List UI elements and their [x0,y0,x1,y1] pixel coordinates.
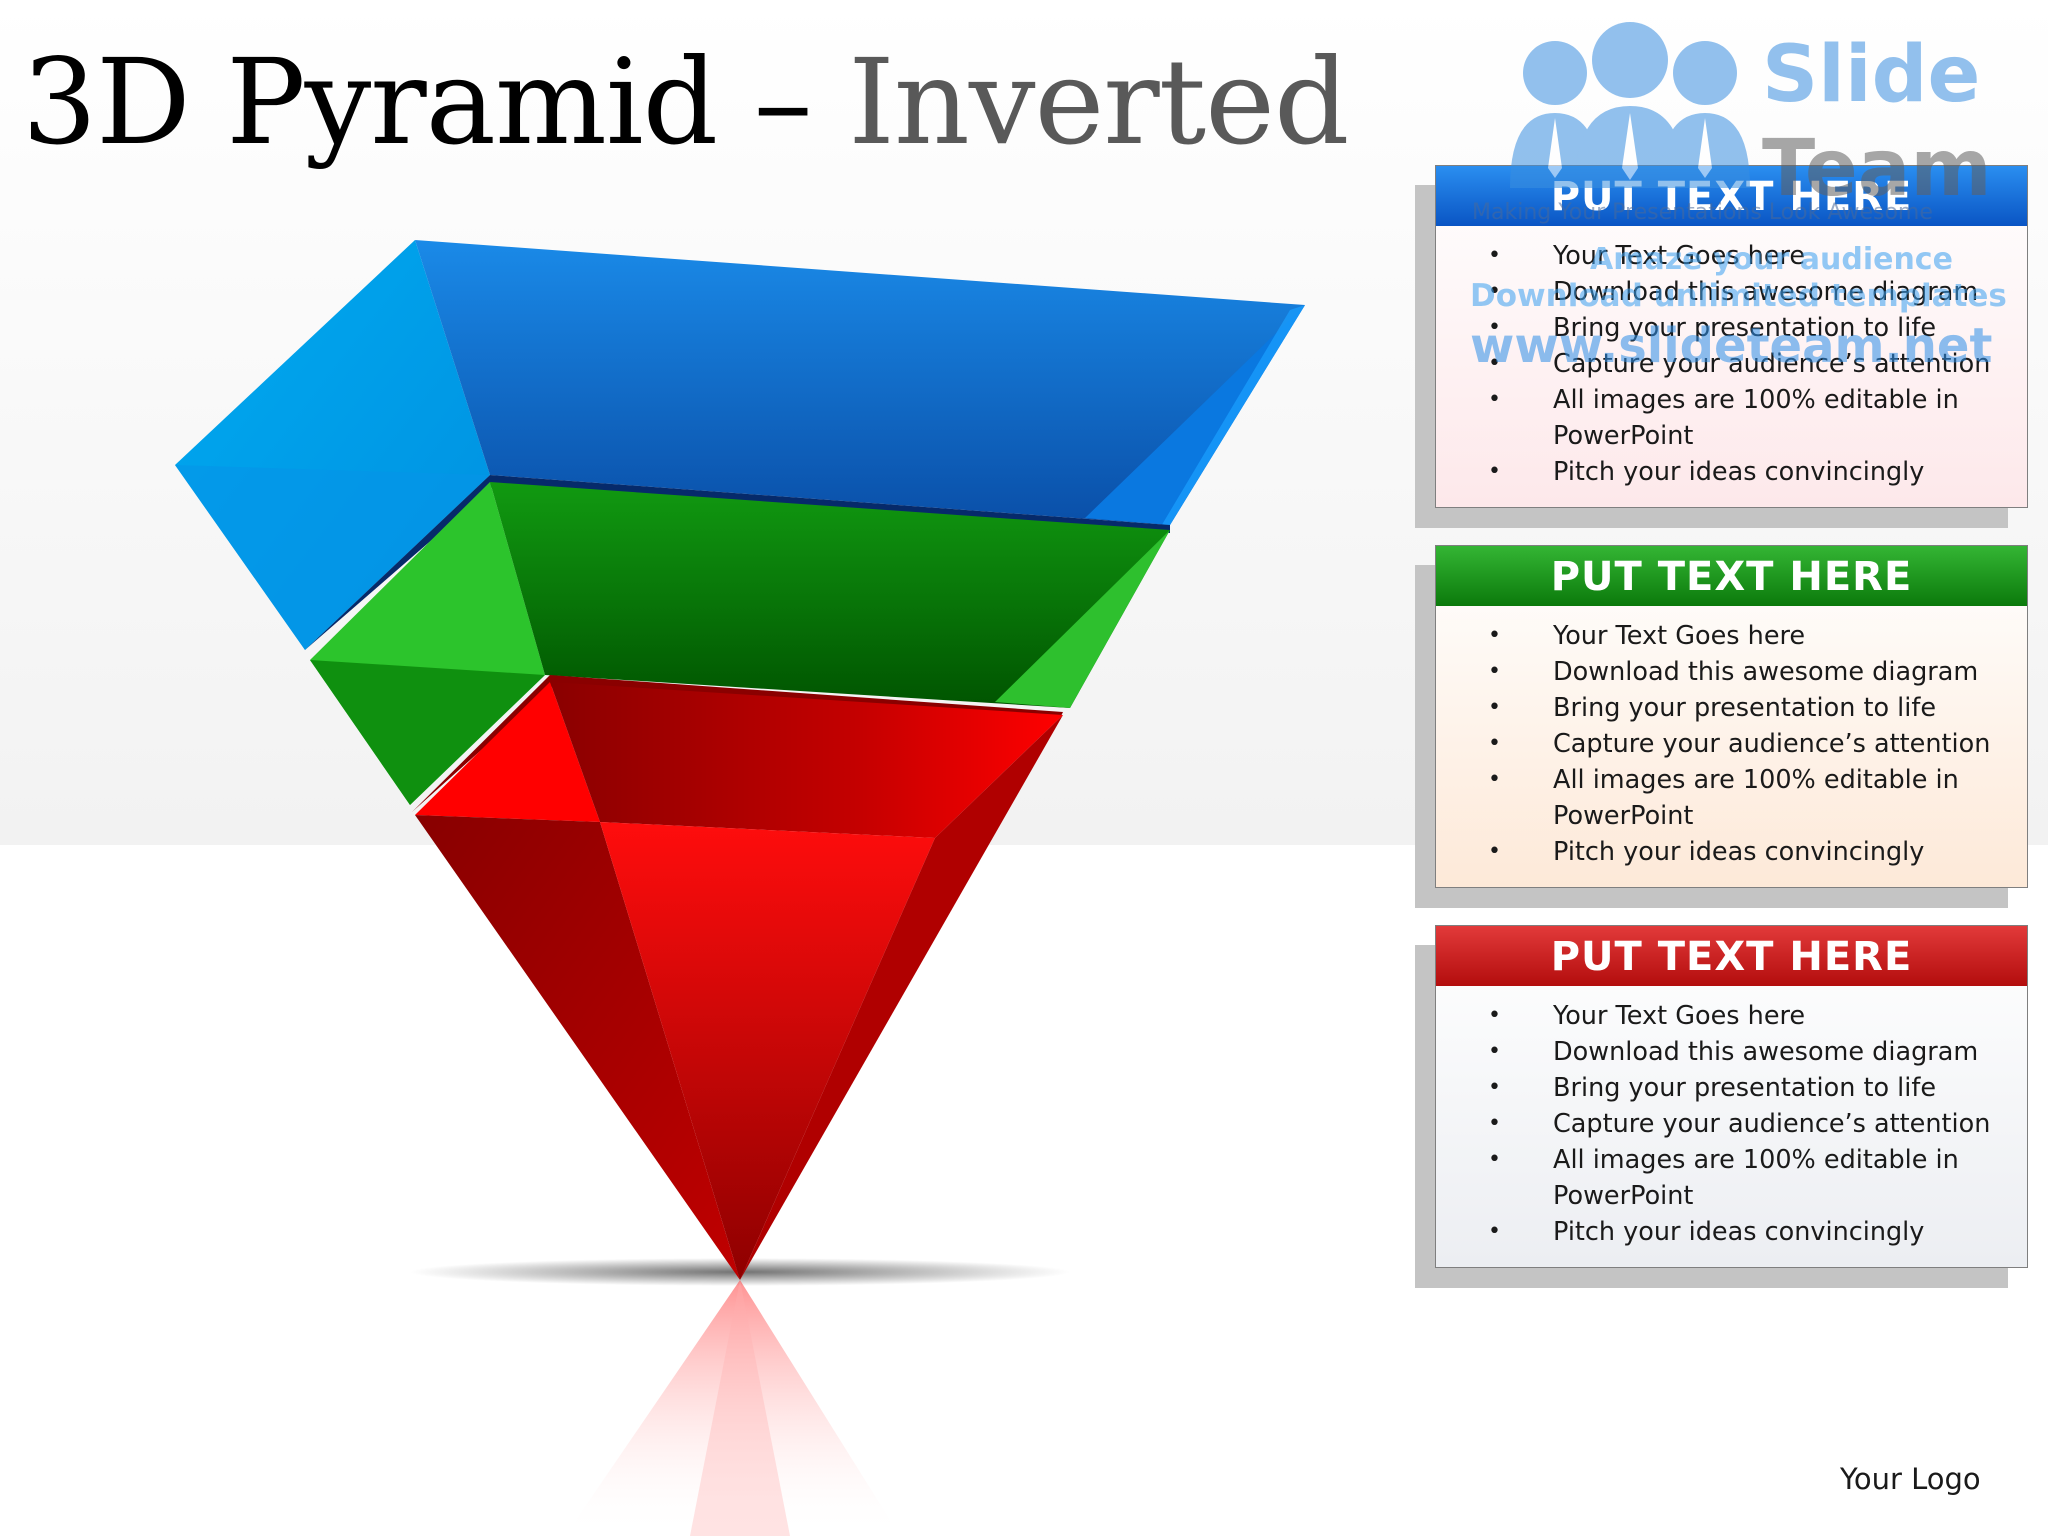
bullet-item: Your Text Goes here [1436,618,2027,654]
middle-layer [305,475,1170,805]
bullet-item: All images are 100% editable in PowerPoi… [1436,382,2027,454]
inverted-pyramid [175,240,1305,1536]
text-panel-green: PUT TEXT HERE Your Text Goes here Downlo… [1415,545,2028,908]
bullet-item: Capture your audience’s attention [1436,726,2027,762]
text-panel-red: PUT TEXT HERE Your Text Goes here Downlo… [1415,925,2028,1288]
top-layer-right-edge [1160,305,1305,528]
bottom-layer [412,675,1063,1280]
bullet-item: Pitch your ideas convincingly [1436,454,2027,490]
bullet-item: Capture your audience’s attention [1436,1106,2027,1142]
bottom-layer-left-face [415,815,740,1280]
panel-bullet-list: Your Text Goes here Download this awesom… [1436,606,2027,870]
panel-header: PUT TEXT HERE [1436,546,2027,606]
bullet-item: Download this awesome diagram [1436,274,2027,310]
bottom-layer-left-top-face [415,682,600,822]
panel-header: PUT TEXT HERE [1436,926,2027,986]
title-main: 3D Pyramid – [22,33,849,171]
text-panel-blue: PUT TEXT HERE Your Text Goes here Downlo… [1415,165,2028,528]
top-layer-left-shade [175,465,490,650]
panel-box: PUT TEXT HERE Your Text Goes here Downlo… [1435,165,2028,508]
panel-bullet-list: Your Text Goes here Download this awesom… [1436,986,2027,1250]
panel-bullet-list: Your Text Goes here Download this awesom… [1436,226,2027,490]
bottom-layer-front-face [600,822,935,1280]
bullet-item: Bring your presentation to life [1436,310,2027,346]
slide-title: 3D Pyramid – Inverted [22,37,1350,168]
panel-box: PUT TEXT HERE Your Text Goes here Downlo… [1435,925,2028,1268]
bullet-item: Your Text Goes here [1436,998,2027,1034]
panel-box: PUT TEXT HERE Your Text Goes here Downlo… [1435,545,2028,888]
bullet-item: Your Text Goes here [1436,238,2027,274]
bullet-item: Download this awesome diagram [1436,1034,2027,1070]
bullet-item: Bring your presentation to life [1436,1070,2027,1106]
top-layer [175,240,1305,650]
bottom-layer-right-face [740,715,1063,1280]
middle-layer-right-face [995,530,1170,708]
bullet-item: Download this awesome diagram [1436,654,2027,690]
bullet-item: All images are 100% editable in PowerPoi… [1436,762,2027,834]
bullet-item: Capture your audience’s attention [1436,346,2027,382]
middle-layer-left-shade [310,660,545,805]
bottom-layer-back-face [550,682,1063,838]
pyramid-reflection-highlight [690,1280,790,1536]
people-logo-icon [1510,22,1750,188]
bullet-item: Pitch your ideas convincingly [1436,1214,2027,1250]
pyramid-reflection [565,1280,900,1536]
logo-placeholder: Your Logo [1840,1462,1981,1496]
panel-header: PUT TEXT HERE [1436,166,2027,226]
watermark-brand-line1: Slide [1762,30,1981,120]
middle-layer-front-face [490,482,1170,708]
bullet-item: Pitch your ideas convincingly [1436,834,2027,870]
top-layer-front-face [415,240,1305,525]
title-sub: Inverted [848,33,1349,171]
bullet-item: All images are 100% editable in PowerPoi… [1436,1142,2027,1214]
top-layer-right-face [1085,305,1305,525]
bullet-item: Bring your presentation to life [1436,690,2027,726]
